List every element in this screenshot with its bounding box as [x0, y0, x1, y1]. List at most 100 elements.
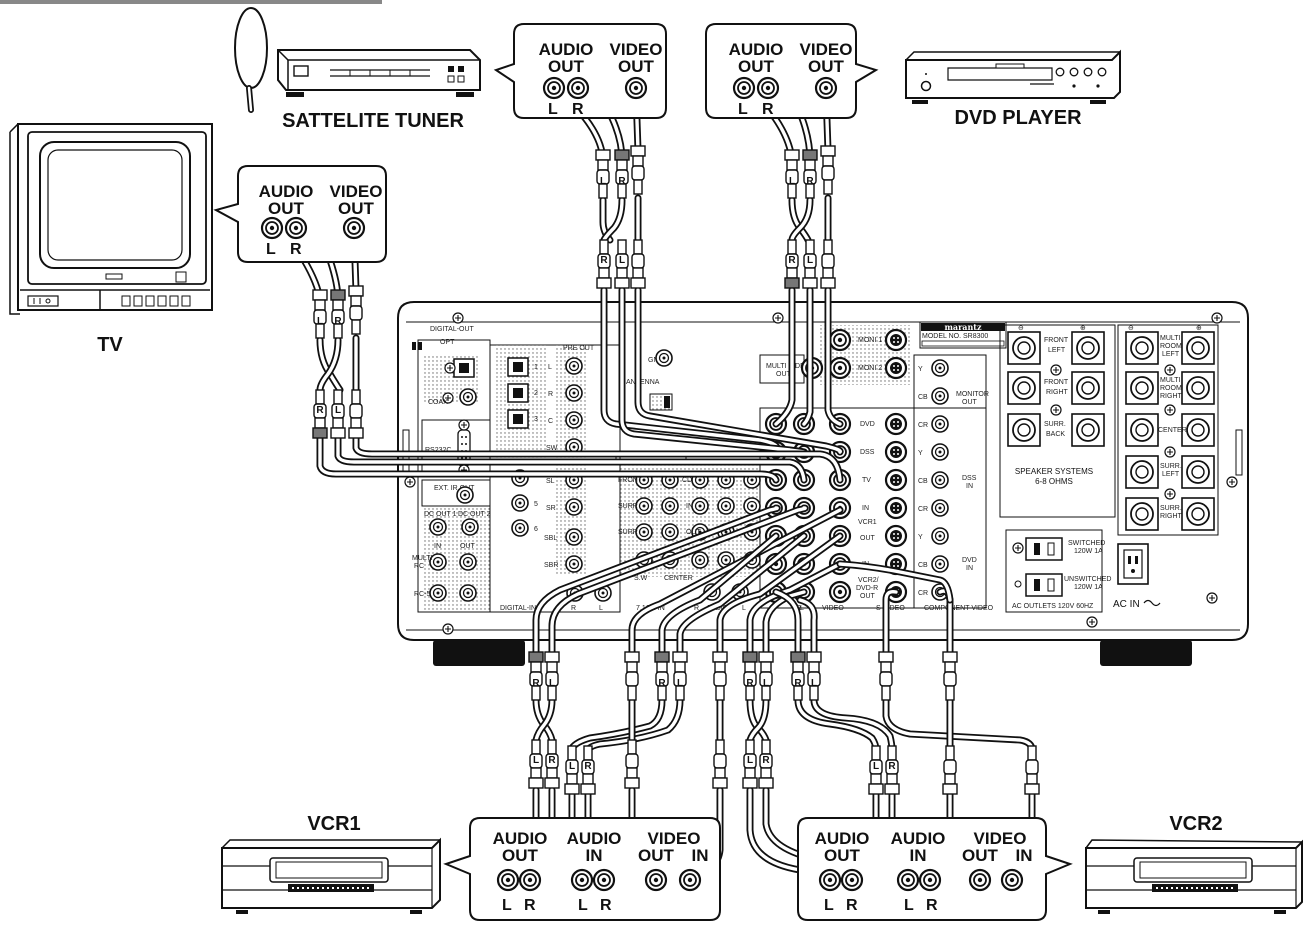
svg-text:ROOM: ROOM [1160, 385, 1182, 392]
svg-text:R: R [846, 897, 858, 914]
svg-text:OUT: OUT [962, 399, 978, 406]
vcr2-label: VCR2 [1169, 813, 1222, 835]
svg-text:MONITOR: MONITOR [956, 391, 989, 398]
svg-text:COAX: COAX [428, 399, 448, 406]
dvd-player-label: DVD PLAYER [954, 107, 1082, 129]
svg-text:MULTI: MULTI [1160, 377, 1181, 384]
brand-logo: marantz [944, 322, 982, 332]
svg-text:L: L [619, 255, 625, 266]
svg-text:DSS: DSS [860, 449, 875, 456]
svg-text:IN: IN [966, 483, 973, 490]
svg-text:OUT: OUT [860, 593, 876, 600]
svg-text:IN: IN [686, 503, 693, 510]
svg-text:⊕: ⊕ [1196, 325, 1202, 332]
svg-text:S.W: S.W [634, 575, 648, 582]
svg-text:MONI 1: MONI 1 [858, 337, 882, 344]
svg-text:UNSWITCHED: UNSWITCHED [1064, 576, 1111, 583]
svg-text:DSS: DSS [962, 475, 977, 482]
svg-text:L: L [811, 678, 817, 689]
svg-text:MONI 2: MONI 2 [858, 365, 882, 372]
satellite-dish-icon [234, 7, 268, 89]
svg-text:FRONT: FRONT [1044, 337, 1069, 344]
svg-text:L: L [747, 755, 753, 766]
svg-text:MULTI: MULTI [412, 555, 433, 562]
svg-text:L: L [824, 897, 834, 914]
svg-text:FRONT: FRONT [618, 477, 643, 484]
svg-text:R: R [694, 605, 699, 612]
svg-text:VCR1: VCR1 [858, 519, 877, 526]
svg-text:SBR: SBR [544, 562, 558, 569]
svg-text:2: 2 [534, 390, 538, 397]
svg-text:L: L [335, 405, 341, 416]
svg-text:L: L [502, 897, 512, 914]
svg-text:⊖: ⊖ [1018, 325, 1024, 332]
tv-label: TV [97, 334, 123, 356]
svg-text:PRE OUT: PRE OUT [563, 345, 595, 352]
svg-text:R: R [316, 405, 324, 416]
svg-text:CB: CB [918, 562, 928, 569]
svg-text:BACK: BACK [1046, 431, 1065, 438]
svg-text:VIDEO: VIDEO [974, 829, 1027, 848]
svg-text:L: L [266, 241, 276, 258]
svg-text:R: R [600, 897, 612, 914]
svg-text:IN: IN [692, 846, 709, 865]
svg-text:DVD: DVD [860, 421, 875, 428]
svg-text:OPT: OPT [440, 339, 455, 346]
svg-text:5: 5 [534, 501, 538, 508]
header-bar [0, 0, 382, 4]
ac-outlets: SWITCHED 120W 1A UNSWITCHED 120W 1A AC O… [1005, 529, 1161, 613]
receiver-foot-right [1100, 640, 1192, 666]
svg-text:R: R [762, 755, 770, 766]
svg-text:⊕: ⊕ [1080, 325, 1086, 332]
svg-text:SURR: SURR [618, 529, 638, 536]
svg-text:MODEL NO. SR8300: MODEL NO. SR8300 [922, 333, 988, 340]
svg-text:VIDEO: VIDEO [648, 829, 701, 848]
svg-text:IN: IN [1016, 846, 1033, 865]
svg-text:SURR.: SURR. [1160, 463, 1182, 470]
svg-text:RIGHT: RIGHT [1160, 513, 1183, 520]
svg-text:120W 1A: 120W 1A [1074, 584, 1103, 591]
svg-text:R: R [926, 897, 938, 914]
svg-text:DVD: DVD [962, 557, 977, 564]
svg-text:VCR2/: VCR2/ [858, 577, 879, 584]
label-digital-out: DIGITAL-OUT [430, 326, 475, 333]
svg-text:R: R [794, 678, 802, 689]
svg-text:OUT: OUT [638, 846, 675, 865]
svg-text:FRONT: FRONT [1044, 379, 1069, 386]
svg-text:MULTI VIDEO: MULTI VIDEO [766, 363, 811, 370]
svg-text:RC: RC [414, 563, 424, 570]
svg-text:L: L [548, 101, 558, 118]
svg-text:CB: CB [918, 478, 928, 485]
svg-text:OUT: OUT [962, 846, 999, 865]
svg-text:SL: SL [546, 478, 555, 485]
svg-text:EXT. IR OUT: EXT. IR OUT [434, 485, 475, 492]
svg-text:L: L [317, 316, 323, 327]
svg-text:R: R [600, 255, 608, 266]
svg-text:SW: SW [546, 445, 558, 452]
svg-text:OUT: OUT [460, 543, 476, 550]
svg-text:Y: Y [918, 534, 923, 541]
svg-text:R: R [290, 241, 302, 258]
svg-text:6: 6 [534, 526, 538, 533]
svg-text:DVD-R: DVD-R [856, 585, 878, 592]
svg-text:R: R [888, 761, 896, 772]
label-component-video: COMPONENT VIDEO [924, 605, 994, 612]
svg-text:L: L [800, 605, 804, 612]
label-s-video: S-VIDEO [876, 605, 905, 612]
svg-text:CR: CR [918, 422, 928, 429]
dvd-player: DVD PLAYER [905, 49, 1121, 129]
svg-text:R: R [618, 176, 626, 187]
svg-text:R: R [762, 101, 774, 118]
label-ac-in: AC IN [1113, 599, 1140, 610]
plug-letters: L R R L L R R L L R R L R L R L R L R L … [316, 176, 896, 772]
svg-text:R: R [572, 101, 584, 118]
speaker-terminals: ⊖ ⊕ ⊖ ⊕ FRONT LE [999, 324, 1219, 536]
vcr1: VCR1 [221, 813, 441, 914]
svg-text:LEFT: LEFT [1048, 347, 1066, 354]
